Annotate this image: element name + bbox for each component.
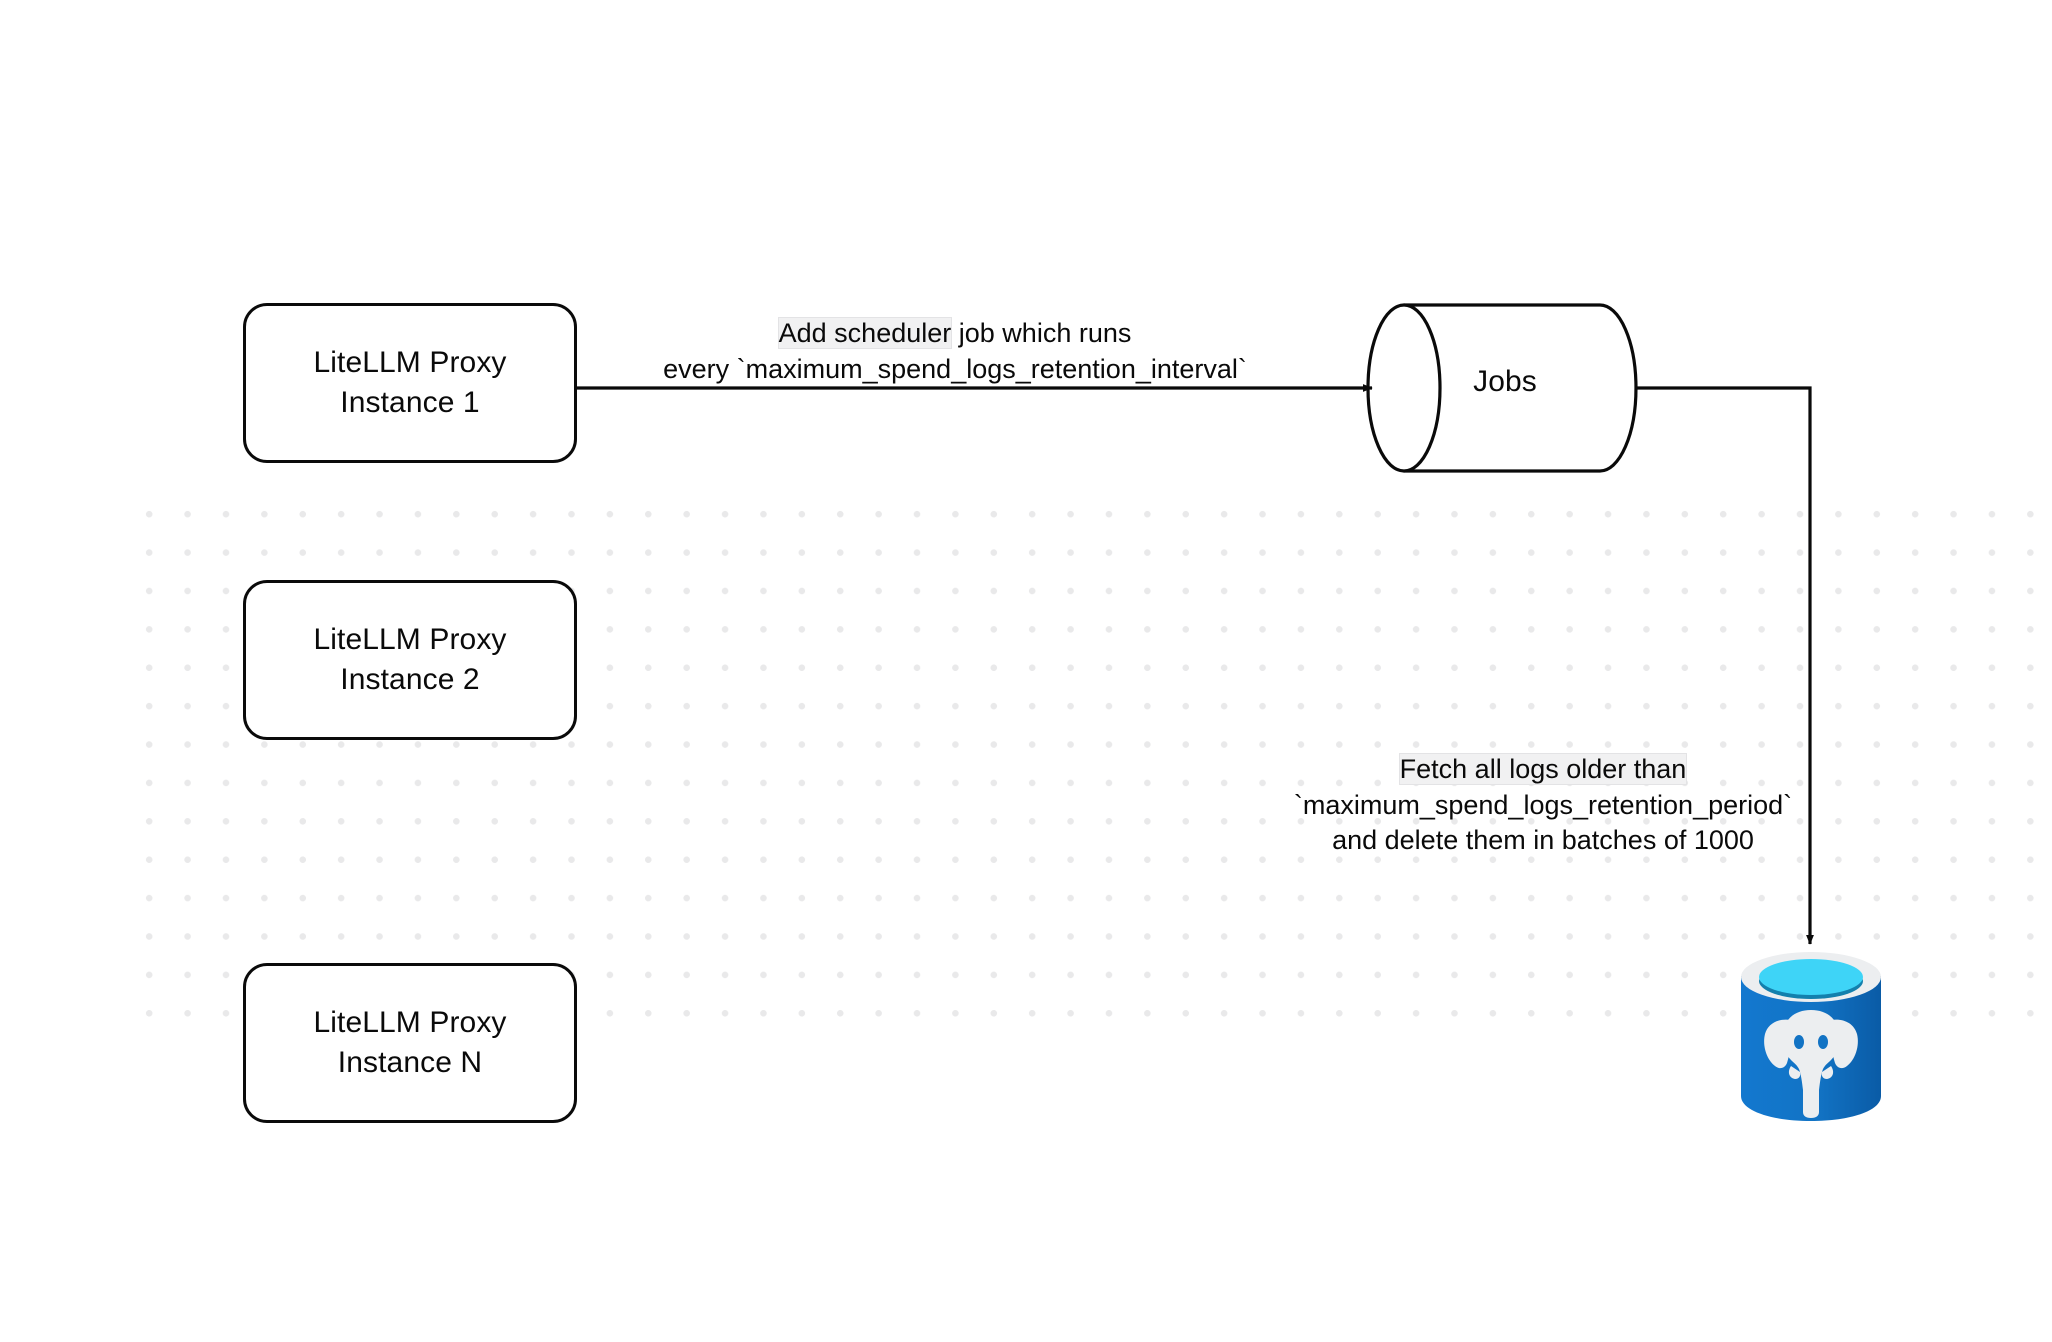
node-litellm-proxy-instance-n[interactable]: LiteLLM Proxy Instance N xyxy=(243,963,577,1123)
postgres-elephant-eyes xyxy=(1794,1035,1828,1049)
node-label-line-1: LiteLLM Proxy xyxy=(313,1005,507,1039)
edge-label-line-1-rest: job which runs xyxy=(951,318,1132,348)
jobs-cylinder-shape xyxy=(1366,303,1638,473)
edge-label-line-2: every `maximum_spend_logs_retention_inte… xyxy=(663,353,1247,384)
edge-label-add-scheduler-job: Add scheduler job which runs every `maxi… xyxy=(612,316,1298,387)
node-litellm-proxy-instance-2[interactable]: LiteLLM Proxy Instance 2 xyxy=(243,580,577,740)
edge-label-line-1: Add scheduler job which runs xyxy=(612,316,1298,352)
edge-jobs-to-postgres xyxy=(1636,386,1814,945)
edge-label-highlight: Fetch all logs older than xyxy=(1399,754,1687,784)
node-label-line-2: Instance 2 xyxy=(340,663,480,696)
node-label-line-2: Instance 1 xyxy=(340,386,480,419)
edge-label-line-2: `maximum_spend_logs_retention_period` xyxy=(1293,789,1793,820)
postgres-elephant-tusks xyxy=(1788,1066,1834,1079)
node-label-line-1: LiteLLM Proxy xyxy=(313,345,507,379)
edge-label-fetch-old-logs: Fetch all logs older than `maximum_spend… xyxy=(1258,752,1828,859)
edge-label-line-3: and delete them in batches of 1000 xyxy=(1332,825,1754,856)
node-litellm-proxy-instance-1[interactable]: LiteLLM Proxy Instance 1 xyxy=(243,303,577,463)
node-jobs-label: Jobs xyxy=(1473,365,1537,398)
node-label-line-1: LiteLLM Proxy xyxy=(313,622,507,656)
node-label-line-2: Instance N xyxy=(337,1046,483,1079)
postgresql-database-icon[interactable] xyxy=(1735,948,1887,1124)
edge-label-highlight: Add scheduler xyxy=(778,318,952,348)
edge-label-line-1: Fetch all logs older than xyxy=(1258,752,1828,788)
